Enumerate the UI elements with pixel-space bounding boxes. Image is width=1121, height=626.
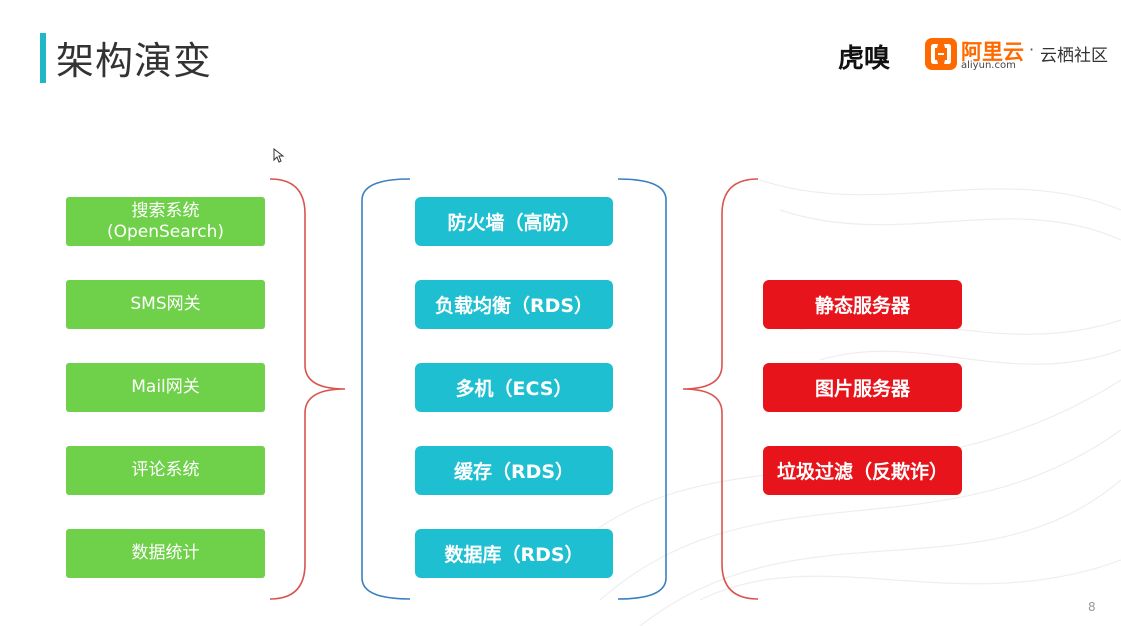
comment-system-label: 评论系统 <box>131 460 200 480</box>
spam-filter-label: 垃圾过滤（反欺诈） <box>776 461 948 483</box>
load-balancer-label: 负载均衡（RDS） <box>434 295 594 317</box>
image-server-label: 图片服务器 <box>814 378 910 400</box>
data-statistics-label: 数据统计 <box>131 543 200 563</box>
firewall-label: 防火墙（高防） <box>447 212 581 234</box>
aliyun-url: aliyun.com <box>961 60 1016 71</box>
firewall-box: 防火墙（高防） <box>415 197 613 246</box>
aliyun-logo-icon <box>925 38 957 70</box>
mail-gateway-label: Mail网关 <box>131 377 200 397</box>
static-server-label: 静态服务器 <box>814 295 910 317</box>
multi-server-box: 多机（ECS） <box>415 363 613 412</box>
slide-title: 架构演变 <box>56 39 213 83</box>
cache-label: 缓存（RDS） <box>453 461 575 483</box>
database-box: 数据库（RDS） <box>415 529 613 578</box>
huxiu-logo: 虎嗅 <box>838 44 891 74</box>
database-label: 数据库（RDS） <box>444 544 584 566</box>
search-system-box: 搜索系统 (OpenSearch) <box>66 197 265 246</box>
static-server-box: 静态服务器 <box>763 280 962 329</box>
spam-filter-box: 垃圾过滤（反欺诈） <box>763 446 962 495</box>
multi-server-label: 多机（ECS） <box>455 378 573 400</box>
title-accent-bar <box>40 33 46 83</box>
search-system-label: 搜索系统 (OpenSearch) <box>106 200 225 242</box>
sms-gateway-label: SMS网关 <box>130 294 201 314</box>
image-server-box: 图片服务器 <box>763 363 962 412</box>
mail-gateway-box: Mail网关 <box>66 363 265 412</box>
comment-system-box: 评论系统 <box>66 446 265 495</box>
logo-separator: · <box>1029 40 1035 59</box>
load-balancer-box: 负载均衡（RDS） <box>415 280 613 329</box>
mouse-cursor-icon <box>273 148 285 163</box>
aliyun-name: 阿里云 <box>961 40 1024 64</box>
community-name: 云栖社区 <box>1040 46 1108 66</box>
sms-gateway-box: SMS网关 <box>66 280 265 329</box>
page-number: 8 <box>1088 600 1096 614</box>
data-statistics-box: 数据统计 <box>66 529 265 578</box>
cache-box: 缓存（RDS） <box>415 446 613 495</box>
